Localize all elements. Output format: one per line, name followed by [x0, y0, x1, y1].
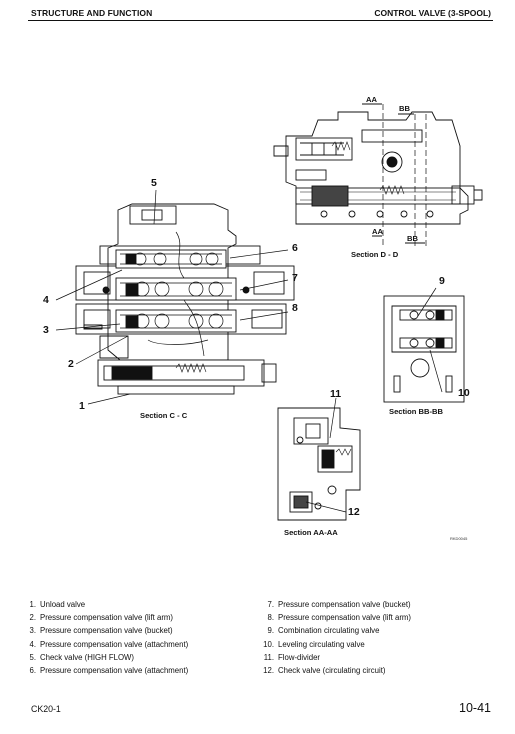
- legend-right-column: 7.Pressure compensation valve (bucket) 8…: [254, 598, 411, 677]
- callout-5: 5: [151, 177, 157, 189]
- footer-page-number: 10-41: [459, 701, 491, 715]
- callout-7: 7: [292, 272, 298, 284]
- figure-code: RKD0045: [450, 536, 468, 541]
- header-divider: [28, 20, 493, 21]
- legend-item: 4.Pressure compensation valve (attachmen…: [29, 639, 189, 649]
- section-bbbb-caption: Section BB-BB: [389, 407, 444, 416]
- legend-left-column: 1.Unload valve 2.Pressure compensation v…: [18, 598, 188, 677]
- legend-item: 5.Check valve (HIGH FLOW): [29, 652, 135, 662]
- header-section-title: STRUCTURE AND FUNCTION: [31, 8, 153, 18]
- section-dd-drawing: [273, 103, 483, 248]
- callout-4: 4: [43, 294, 49, 306]
- callout-8: 8: [292, 302, 298, 314]
- section-mark-bb-top: BB: [399, 104, 410, 113]
- callout-3: 3: [43, 324, 49, 336]
- legend-item: 7.Pressure compensation valve (bucket): [267, 600, 411, 609]
- section-aaaa-drawing: [277, 407, 361, 521]
- legend-item: 2.Pressure compensation valve (lift arm): [29, 613, 174, 623]
- legend-item: 12.Check valve (circulating circuit): [263, 666, 386, 676]
- section-cc-drawing: [75, 203, 295, 395]
- section-bbbb-drawing: [383, 295, 465, 403]
- section-mark-aa-top: AA: [366, 95, 377, 104]
- legend-item: 6.Pressure compensation valve (attachmen…: [29, 666, 189, 676]
- footer-model: CK20-1: [31, 704, 61, 714]
- header-component-title: CONTROL VALVE (3-SPOOL): [374, 8, 491, 18]
- control-valve-drawing: [55, 103, 483, 521]
- callout-1: 1: [79, 400, 85, 412]
- section-dd-caption: Section D - D: [351, 250, 399, 259]
- callout-11: 11: [330, 388, 342, 400]
- section-mark-bb-bottom: BB: [407, 234, 418, 243]
- callout-12: 12: [348, 506, 360, 518]
- callout-leaders: [55, 189, 443, 513]
- legend-item: 8.Pressure compensation valve (lift arm): [267, 613, 412, 623]
- legend-item: 9.Combination circulating valve: [267, 626, 380, 636]
- section-aaaa-caption: Section AA-AA: [284, 528, 338, 537]
- callout-9: 9: [439, 275, 445, 287]
- callout-6: 6: [292, 242, 298, 254]
- section-mark-aa-bottom: AA: [372, 227, 383, 236]
- section-cc-caption: Section C - C: [140, 411, 188, 420]
- callout-10: 10: [458, 387, 470, 399]
- legend-item: 10.Leveling circulating valve: [263, 639, 365, 649]
- legend-item: 11.Flow-divider: [263, 652, 321, 662]
- legend-item: 1.Unload valve: [29, 600, 86, 609]
- callout-2: 2: [68, 358, 74, 370]
- legend-item: 3.Pressure compensation valve (bucket): [29, 626, 173, 636]
